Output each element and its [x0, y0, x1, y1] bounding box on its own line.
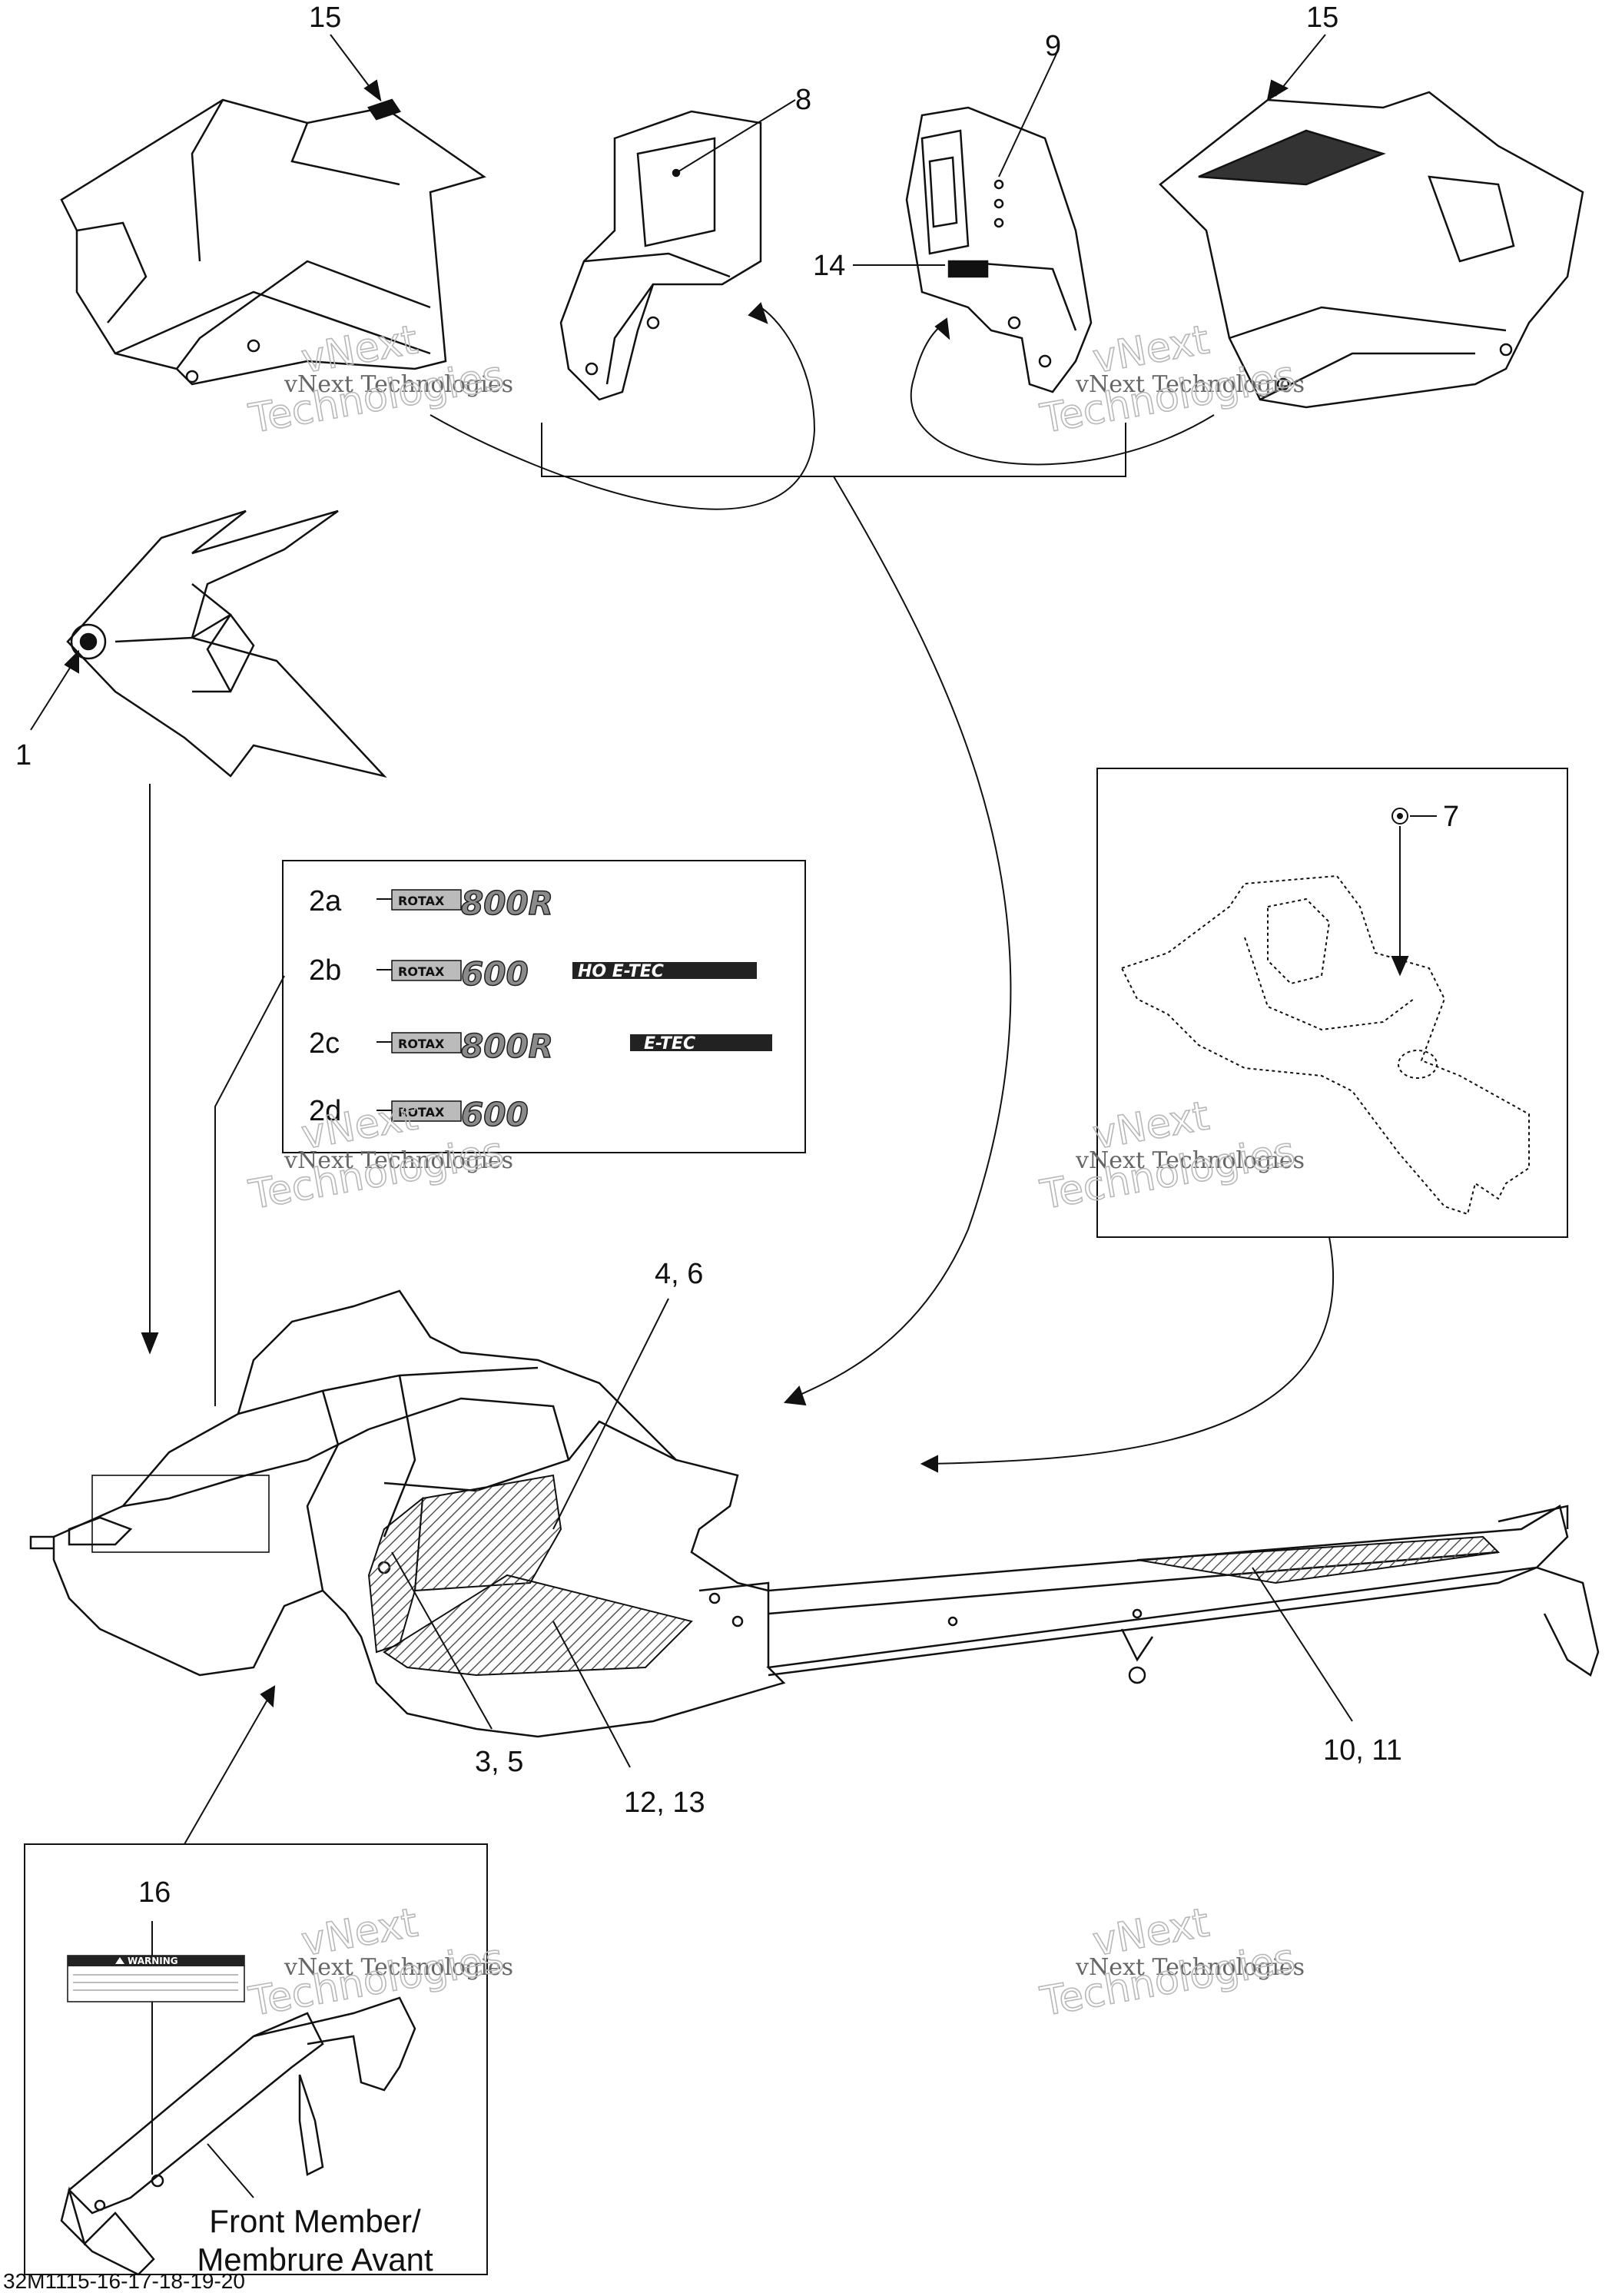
watermark-4: vNext vNext Technologies Technologies [1037, 1093, 1305, 1219]
decal-2c-model: 800R [461, 1027, 553, 1065]
left-knee-panel [559, 110, 762, 401]
decal-area-3-5 [367, 1496, 424, 1654]
svg-text:vNext Technologies: vNext Technologies [1075, 1147, 1305, 1174]
callout-8: 8 [795, 84, 811, 116]
decal-2a: ROTAX 800R [376, 884, 554, 923]
main-chassis [29, 1289, 1600, 1738]
decal-area-10-11 [1136, 1535, 1501, 1584]
decal-2b-model: 600 [461, 955, 529, 993]
callout-4-6: 4, 6 [655, 1258, 703, 1290]
callout-7: 7 [1443, 801, 1459, 833]
decal-2b: ROTAX 600 HO E-TEC [376, 954, 757, 994]
callout-9: 9 [1045, 30, 1061, 62]
callout-14: 14 [813, 250, 845, 282]
svg-text:vNext Technologies: vNext Technologies [1075, 1954, 1305, 1981]
decal-2c: ROTAX 800R E-TEC [376, 1027, 772, 1066]
right-side-panel [1159, 91, 1584, 409]
callout-2a: 2a [309, 885, 342, 917]
right-knee-panel [905, 106, 1093, 393]
callout-1: 1 [15, 739, 32, 771]
callout-2b: 2b [309, 954, 341, 987]
callout-2d: 2d [309, 1095, 341, 1127]
leader-lines [30, 34, 1437, 2198]
left-side-panel [60, 98, 486, 386]
callout-labels: 15 15 8 9 14 1 2a 2b 2c 2d 7 4, 6 3, 5 1… [15, 2, 1459, 1909]
svg-text:vNext Technologies: vNext Technologies [284, 1147, 513, 1174]
front-member-caption-line1: Front Member/ [209, 2203, 421, 2239]
svg-text:vNext Technologies: vNext Technologies [284, 1954, 513, 1981]
decal-2b-suffix: HO E-TEC [578, 962, 664, 981]
front-member-part [60, 1996, 416, 2276]
decal-area-4-6 [413, 1474, 562, 1592]
decal-2d-brand: ROTAX [398, 1105, 445, 1120]
watermark-2: vNext vNext Technologies Technologies [1037, 317, 1305, 443]
front-member-caption-line2: Membrure Avant [197, 2241, 433, 2278]
decal-2c-suffix: E-TEC [644, 1034, 695, 1053]
warning-label: WARNING [67, 1955, 245, 2002]
callout-15-left: 15 [309, 2, 341, 34]
watermark-6: vNext vNext Technologies Technologies [1037, 1900, 1305, 2026]
dashboard-inset-box [1096, 768, 1568, 1238]
hood-nose-cone [66, 509, 387, 778]
decal-2d: ROTAX 600 [376, 1095, 529, 1134]
warning-label-heading: WARNING [128, 1956, 178, 1966]
callout-3-5: 3, 5 [475, 1746, 523, 1778]
watermark-1: vNext vNext Technologies Technologies [245, 317, 513, 443]
callout-10-11: 10, 11 [1323, 1734, 1402, 1767]
svg-text:vNext Technologies: vNext Technologies [1075, 371, 1305, 398]
decal-2c-brand: ROTAX [398, 1037, 445, 1051]
decal-2d-model: 600 [461, 1096, 529, 1133]
callout-15-right: 15 [1306, 2, 1338, 34]
diagram-reference-code: 32M1115-16-17-18-19-20 [3, 2269, 245, 2293]
decal-2a-brand: ROTAX [398, 894, 445, 908]
decal-legend-box [282, 860, 806, 1153]
decal-2b-brand: ROTAX [398, 964, 445, 979]
callout-2c: 2c [309, 1027, 340, 1060]
decal-2a-model: 800R [461, 884, 553, 922]
callout-16: 16 [138, 1876, 171, 1909]
decal-area-12-13 [383, 1574, 693, 1677]
callout-12-13: 12, 13 [624, 1787, 705, 1819]
svg-text:vNext Technologies: vNext Technologies [284, 371, 513, 398]
front-member-inset-box: WARNING Front Member/ Membrure Avant [24, 1843, 488, 2278]
